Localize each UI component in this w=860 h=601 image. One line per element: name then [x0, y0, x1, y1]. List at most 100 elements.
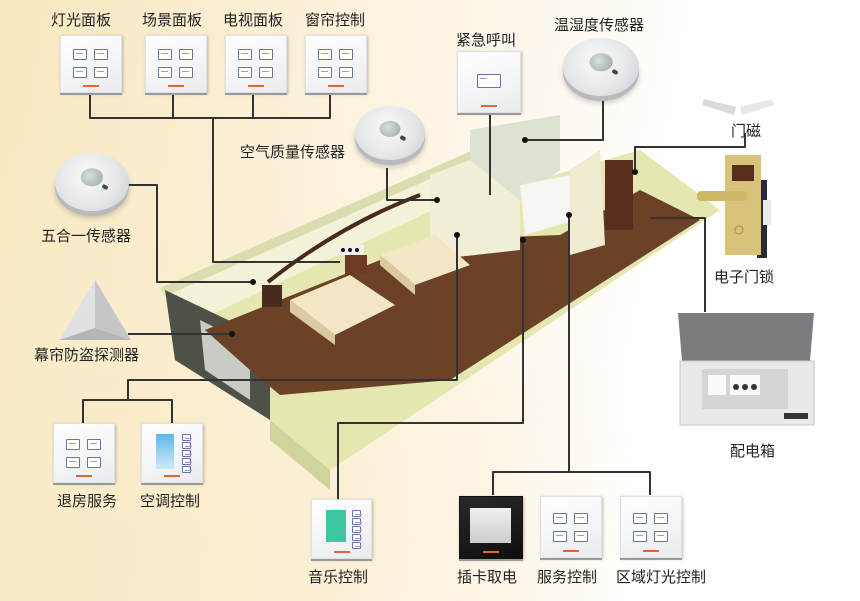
ac-display: [156, 434, 174, 469]
call-button: [477, 74, 501, 88]
bed-1-side: [290, 300, 335, 345]
wire-music: [337, 240, 524, 500]
node-temp: [522, 137, 528, 143]
music-control-panel[interactable]: [311, 499, 372, 559]
label-curtain-control: 窗帘控制: [305, 11, 366, 29]
light-panel[interactable]: [60, 35, 122, 93]
panel-button: [158, 49, 172, 60]
sensor-lens: [80, 168, 104, 187]
label-light-panel: 灯光面板: [51, 11, 112, 29]
ac-button: [182, 442, 192, 449]
bathroom-tiles: [470, 115, 560, 200]
label-emergency-call: 紧急呼叫: [456, 31, 517, 49]
panel-button: [87, 439, 101, 450]
panel-button: [238, 49, 252, 60]
panel-button: [574, 531, 588, 542]
label-five-in-one-sensor: 五合一传感器: [41, 227, 132, 245]
panel-button: [574, 513, 588, 524]
service-control-panel[interactable]: [540, 496, 602, 558]
panel-button: [633, 513, 647, 524]
node-five-in-one: [250, 279, 256, 285]
wire-top-trunk: [212, 118, 340, 263]
checkout-service-panel[interactable]: [53, 423, 115, 483]
panel-button: [318, 67, 332, 78]
label-distribution-box: 配电箱: [730, 442, 776, 460]
brand-logo: [643, 550, 659, 552]
panel-button: [318, 49, 332, 60]
scene-panel[interactable]: [145, 35, 207, 93]
five-in-one-sensor[interactable]: [55, 153, 129, 211]
panel-button: [654, 513, 668, 524]
label-tv-panel: 电视面板: [223, 11, 284, 29]
distribution-box[interactable]: [676, 311, 818, 429]
wire-distribution: [650, 217, 706, 312]
label-curtain-intrusion-detector: 幕帘防盗探测器: [34, 346, 140, 364]
electronic-door-lock[interactable]: [695, 155, 780, 260]
curtain-intrusion-detector[interactable]: [55, 278, 135, 344]
door-magnet-sensor[interactable]: [700, 95, 780, 119]
panel-button: [553, 513, 567, 524]
node-service: [566, 212, 572, 218]
panel-button: [158, 67, 172, 78]
panel-button: [94, 67, 108, 78]
ac-button: [182, 434, 192, 441]
music-button: [352, 510, 362, 517]
temp-humidity-sensor[interactable]: [563, 38, 639, 96]
label-door-magnet: 门磁: [731, 122, 762, 140]
panel-button: [259, 67, 273, 78]
label-service-control: 服务控制: [537, 568, 598, 586]
panel-button: [259, 49, 273, 60]
ac-button: [182, 466, 192, 473]
bed-2: [380, 235, 470, 285]
wire-checkout-ac: [82, 235, 458, 423]
headboard: [266, 193, 421, 284]
label-music-control: 音乐控制: [308, 568, 369, 586]
node-curtain: [229, 331, 235, 337]
panel-button: [94, 49, 108, 60]
panel-button: [87, 457, 101, 468]
brand-logo: [328, 85, 344, 87]
brand-logo: [483, 551, 499, 553]
panel-button: [73, 67, 87, 78]
curtain-control-panel[interactable]: [305, 35, 367, 93]
panel-button: [633, 531, 647, 542]
sensor-lens: [379, 120, 401, 137]
nightstand-1: [262, 285, 282, 307]
sensor-lens: [589, 53, 613, 72]
wire-temp-humidity: [525, 100, 604, 141]
air-quality-sensor[interactable]: [355, 106, 425, 160]
music-button: [352, 534, 362, 541]
music-button: [352, 542, 362, 549]
node-door: [632, 169, 638, 175]
card-power-switch[interactable]: [459, 496, 523, 559]
label-zone-light-control: 区域灯光控制: [616, 568, 707, 586]
room-door: [605, 160, 633, 230]
wire-top-panels: [89, 92, 331, 119]
wire-service-group: [492, 215, 651, 495]
brand-logo: [563, 550, 579, 552]
emergency-call-panel[interactable]: [457, 51, 521, 113]
wire-air-quality: [386, 168, 437, 201]
panel-button: [238, 67, 252, 78]
label-card-power: 插卡取电: [457, 568, 518, 586]
brand-logo: [248, 85, 264, 87]
zone-light-control-panel[interactable]: [620, 496, 682, 558]
label-scene-panel: 场景面板: [142, 11, 203, 29]
ac-button: [182, 458, 192, 465]
bathroom-wall-2: [570, 150, 605, 255]
bed-2-side: [380, 255, 415, 295]
label-checkout-service: 退房服务: [57, 492, 118, 510]
sensor-indicator: [399, 135, 406, 142]
panel-button: [179, 49, 193, 60]
panel-button: [553, 531, 567, 542]
panel-button: [66, 457, 80, 468]
music-display: [326, 510, 346, 542]
ac-control-panel[interactable]: [141, 423, 203, 483]
bathroom-wall: [430, 160, 520, 260]
tv-panel[interactable]: [225, 35, 287, 93]
brand-logo: [168, 85, 184, 87]
node-music: [520, 237, 526, 243]
back-wall-top: [160, 125, 540, 295]
node-checkout: [454, 232, 460, 238]
